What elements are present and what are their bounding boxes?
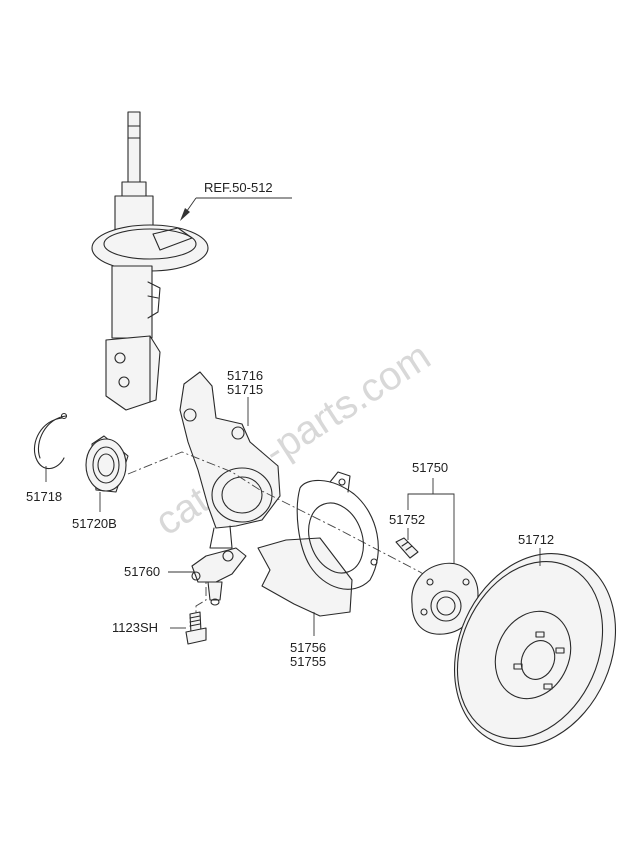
strut-assembly[interactable] (91, 111, 209, 411)
label-51750: 51750 (412, 460, 448, 475)
brake-disc[interactable] (425, 528, 620, 773)
steering-knuckle[interactable] (179, 371, 281, 549)
axis-bearing (127, 451, 481, 611)
label-ref: REF.50-512 (204, 180, 273, 195)
ref-arrow (180, 197, 292, 221)
label-51720b: 51720B (72, 516, 117, 531)
label-51715: 51715 (227, 382, 263, 397)
label-51756: 51756 (290, 640, 326, 655)
wheel-hub[interactable] (411, 562, 479, 635)
axis-balljoint (195, 570, 207, 620)
label-51755: 51755 (290, 654, 326, 669)
ball-joint[interactable] (191, 547, 247, 606)
bolt-1123sh[interactable] (185, 611, 207, 645)
label-51752: 51752 (389, 512, 425, 527)
label-1123sh: 1123SH (112, 620, 158, 635)
snap-ring[interactable] (34, 412, 68, 470)
label-51716: 51716 (227, 368, 263, 383)
label-51718: 51718 (26, 489, 62, 504)
wheel-bolt[interactable] (395, 537, 419, 559)
label-51760: 51760 (124, 564, 160, 579)
leader-51750-bracket (407, 493, 455, 566)
label-51712: 51712 (518, 532, 554, 547)
wheel-bearing[interactable] (85, 435, 129, 493)
dust-cover[interactable] (257, 471, 379, 617)
